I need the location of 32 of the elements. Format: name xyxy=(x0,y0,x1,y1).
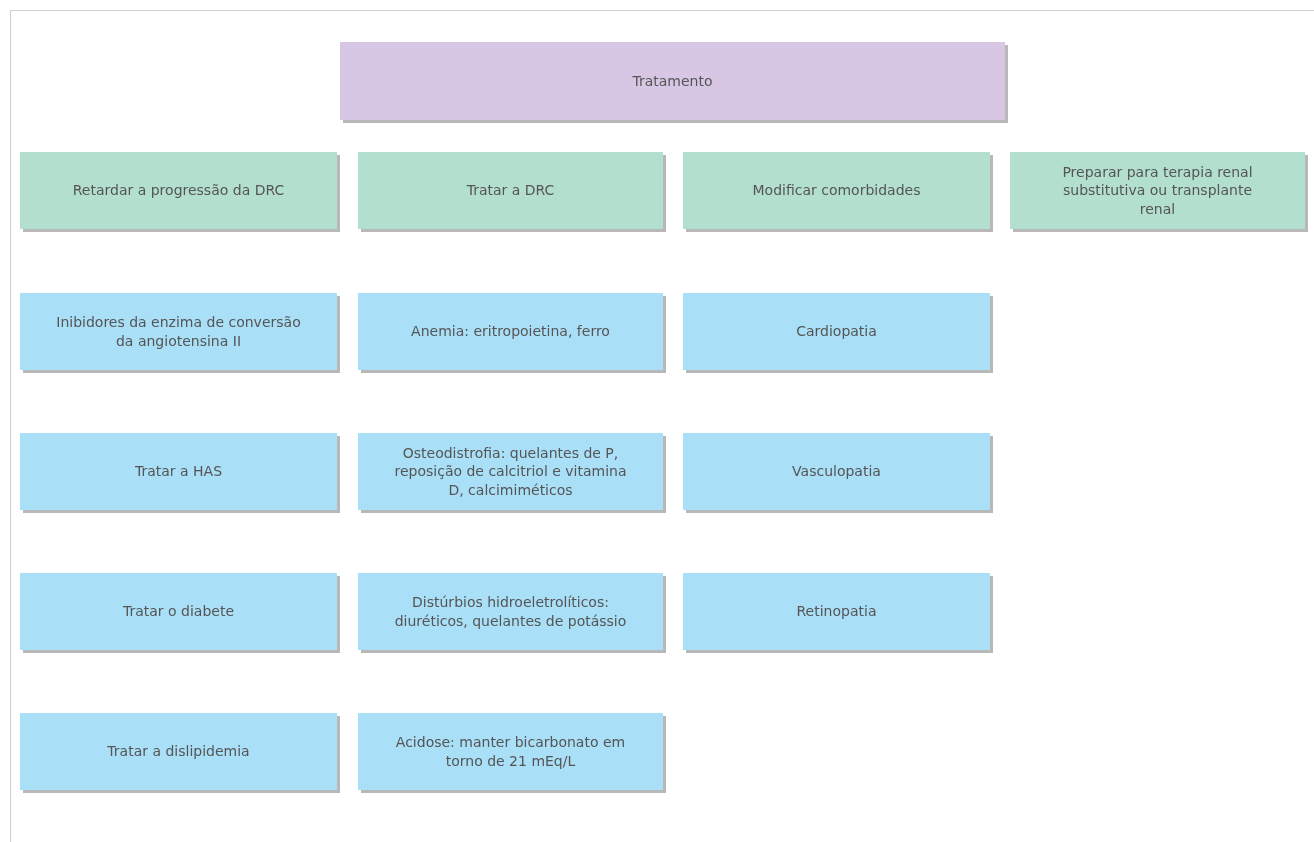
box-label: Retardar a progressão da DRC xyxy=(72,181,285,200)
box-label: Modificar comorbidades xyxy=(752,181,921,200)
item-box xyxy=(683,573,990,650)
box-label: Osteodistrofia: quelantes de P, reposição de calcitriol e vitamina D, calcimiméticos xyxy=(393,444,628,499)
category-box xyxy=(683,152,990,229)
category-box xyxy=(358,152,663,229)
box-label: Acidose: manter bicarbonato em torno de 21 mEq/L xyxy=(394,733,627,770)
box-label: Tratar a HAS xyxy=(134,462,223,481)
item-box xyxy=(20,573,337,650)
item-box xyxy=(683,433,990,510)
item-box xyxy=(358,293,663,370)
item-box xyxy=(358,713,663,790)
title-box xyxy=(340,42,1005,120)
item-box xyxy=(20,713,337,790)
box-label: Retinopatia xyxy=(796,602,877,621)
box-label: Distúrbios hidroeletrolíticos: diuréticos, quelantes de potássio xyxy=(393,593,628,630)
category-box xyxy=(1010,152,1305,229)
item-box xyxy=(683,293,990,370)
box-label: Anemia: eritropoietina, ferro xyxy=(411,322,610,341)
box-label: Tratar o diabete xyxy=(122,602,235,621)
category-box xyxy=(20,152,337,229)
item-box xyxy=(358,433,663,510)
box-label: Tratar a DRC xyxy=(466,181,555,200)
item-box xyxy=(358,573,663,650)
box-label: Tratamento xyxy=(632,71,713,91)
box-label: Preparar para terapia renal substitutiva ou transplante renal xyxy=(1061,163,1254,218)
box-label: Vasculopatia xyxy=(792,462,881,481)
item-box xyxy=(20,293,337,370)
box-label: Tratar a dislipidemia xyxy=(107,742,250,761)
box-label: Cardiopatia xyxy=(796,322,877,341)
item-box xyxy=(20,433,337,510)
box-label: Inibidores da enzima de conversão da angiotensina II xyxy=(55,313,302,350)
